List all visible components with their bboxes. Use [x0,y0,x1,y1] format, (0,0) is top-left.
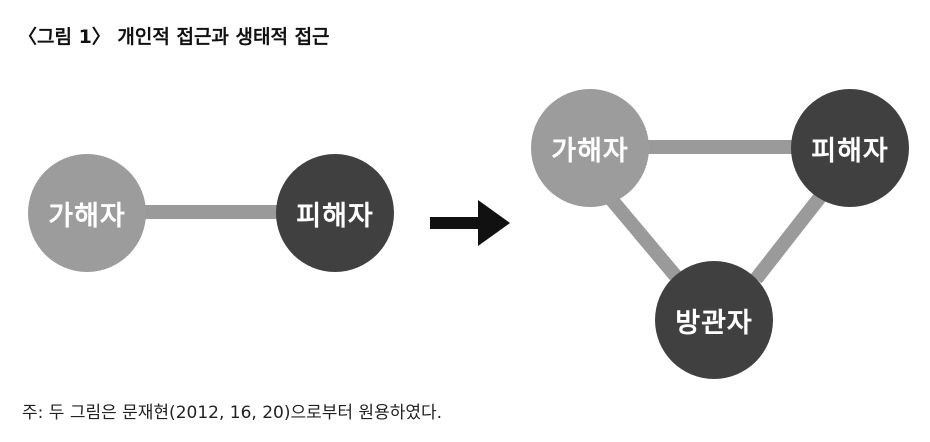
bystander-node: 방관자 [655,261,773,379]
offender-node-left: 가해자 [28,154,146,272]
offender-label-left: 가해자 [48,200,126,232]
victim-node-right: 피해자 [791,89,909,207]
offender-label-right: 가해자 [551,135,629,167]
connector-offender-victim-right [640,140,810,154]
victim-label-left: 피해자 [296,200,374,232]
figure-caption: 〈그림 1〉 개인적 접근과 생태적 접근 [18,26,330,48]
right-arrow-icon [430,200,510,246]
offender-node-right: 가해자 [531,89,649,207]
connector-victim-bystander [750,189,829,284]
bystander-label: 방관자 [675,307,753,339]
figure-note: 주: 두 그림은 문재현(2012, 16, 20)으로부터 원용하였다. [22,403,443,423]
victim-label-right: 피해자 [811,135,889,167]
connector-offender-victim-left [140,205,290,219]
victim-node-left: 피해자 [276,154,394,272]
